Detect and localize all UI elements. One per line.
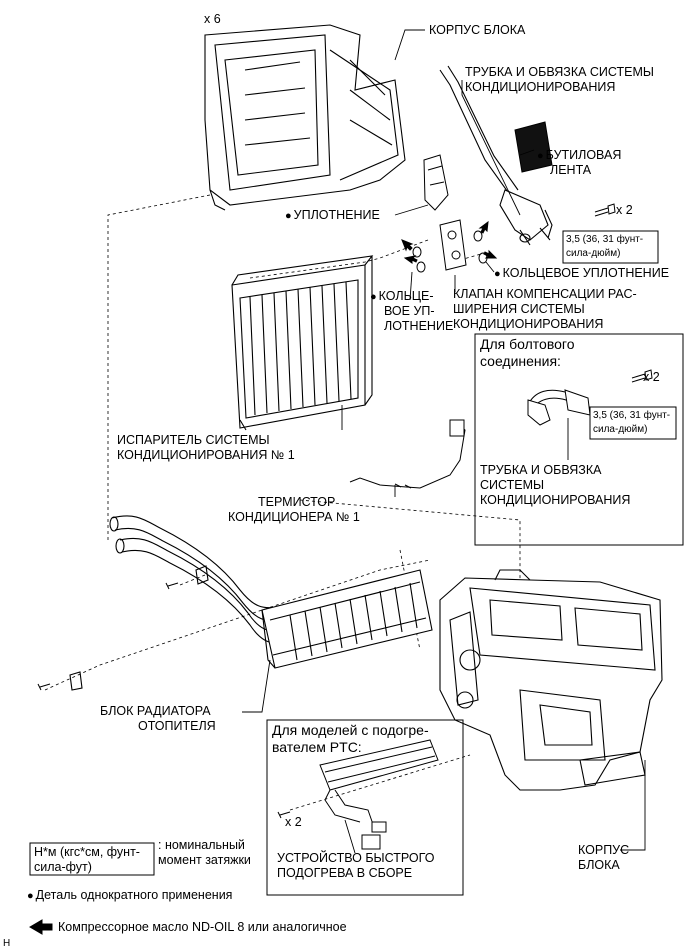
thermistor-label-2: КОНДИЦИОНЕРА № 1 xyxy=(228,510,360,524)
inset-bolt-title-1: Для болтового xyxy=(480,336,575,352)
valve-label-1: КЛАПАН КОМПЕНСАЦИИ РАС- xyxy=(453,287,637,301)
o-ring-left-label-2: ВОЕ УП- xyxy=(384,304,435,318)
unit-housing-bottom xyxy=(439,569,663,791)
heater-core-label-1: БЛОК РАДИАТОРА xyxy=(100,704,211,718)
unit-housing-top xyxy=(204,24,406,211)
bolt-icon xyxy=(594,203,616,217)
inset-ptc-title-1: Для моделей с подогре- xyxy=(272,722,429,738)
ptc-unit-label-1: УСТРОЙСТВО БЫСТРОГО xyxy=(277,851,435,865)
leader-lines xyxy=(242,29,646,854)
legend-single-use: Деталь однократного применения xyxy=(27,888,233,904)
inset-ac-pipe xyxy=(527,369,653,426)
torque-top-1: 3,5 (36, 31 фунт- xyxy=(566,234,644,245)
torque-top-2: сила-дюйм) xyxy=(566,248,621,259)
bolt-qty-x6: x 6 xyxy=(204,12,221,26)
bolt-qty-x2-top: x 2 xyxy=(616,203,633,217)
torque-box-inset xyxy=(589,406,677,440)
housing-bottom-label-2: БЛОКА xyxy=(578,858,620,872)
housing-bottom-label-1: КОРПУС xyxy=(578,843,630,857)
o-ring-left-label-3: ЛОТНЕНИЕ xyxy=(384,319,454,333)
bolt-qty-x2-inset: x 2 xyxy=(643,370,660,384)
evaporator-label-2: КОНДИЦИОНИРОВАНИЯ № 1 xyxy=(117,448,295,462)
o-ring-right-label: КОЛЬЦЕВОЕ УПЛОТНЕНИЕ xyxy=(494,266,669,282)
ptc-unit-label-2: ПОДОГРЕВА В СБОРЕ xyxy=(277,866,413,880)
evaporator xyxy=(231,255,374,431)
torque-inset-1: 3,5 (36, 31 фунт- xyxy=(593,410,671,421)
butyl-label-1: БУТИЛОВАЯ xyxy=(537,148,622,164)
butyl-tape xyxy=(514,121,553,173)
inset-pipe-label-3: КОНДИЦИОНИРОВАНИЯ xyxy=(480,493,631,507)
torque-box-top xyxy=(562,230,659,264)
ptc-heater xyxy=(319,739,439,850)
inset-bolt-title-2: соединения: xyxy=(480,353,561,369)
o-rings xyxy=(412,230,488,273)
heater-core xyxy=(69,515,433,691)
screw-icons xyxy=(37,582,291,819)
torque-inset-2: сила-дюйм) xyxy=(593,424,648,435)
seal-part xyxy=(423,154,449,211)
pipe-top-label-2: КОНДИЦИОНИРОВАНИЯ xyxy=(465,80,616,94)
inset-ptc-title-2: вателем PTC: xyxy=(272,739,362,755)
legend-oil-arrow-icon xyxy=(29,919,53,935)
seal-label: УПЛОТНЕНИЕ xyxy=(285,208,380,224)
inset-bolt-frame xyxy=(474,333,684,546)
butyl-label-2: ЛЕНТА xyxy=(550,163,592,177)
heater-core-label-2: ОТОПИТЕЛЯ xyxy=(138,719,216,733)
inset-pipe-label-2: СИСТЕМЫ xyxy=(480,478,545,492)
oil-arrow-icons xyxy=(401,220,498,264)
pipe-top-label-1: ТРУБКА И ОБВЯЗКА СИСТЕМЫ xyxy=(465,65,654,79)
valve-label-3: КОНДИЦИОНИРОВАНИЯ xyxy=(453,317,604,331)
o-ring-left-label-1: КОЛЬЦЕ- xyxy=(370,289,434,305)
thermistor xyxy=(349,419,466,489)
screw-qty-x2-ptc: x 2 xyxy=(285,815,302,829)
valve-label-2: ШИРЕНИЯ СИСТЕМЫ xyxy=(453,302,585,316)
legend-torque-box-line-2: сила-фут) xyxy=(34,860,92,874)
evaporator-label-1: ИСПАРИТЕЛЬ СИСТЕМЫ xyxy=(117,433,270,447)
expansion-valve xyxy=(439,219,467,271)
footer-letter: H xyxy=(3,938,11,949)
housing-top-label: КОРПУС БЛОКА xyxy=(429,23,526,37)
legend-torque-desc-2: момент затяжки xyxy=(158,853,251,867)
legend-torque-desc-1: : номинальный xyxy=(158,838,245,852)
legend-oil: Компрессорное масло ND-OIL 8 или аналоги… xyxy=(58,920,347,934)
ac-pipe-top xyxy=(439,65,553,246)
thermistor-label-1: ТЕРМИСТОР xyxy=(258,495,336,509)
legend-torque-box xyxy=(29,842,155,876)
legend-torque-box-line-1: Н*м (кгс*см, фунт- xyxy=(34,845,140,859)
inset-pipe-label-1: ТРУБКА И ОБВЯЗКА xyxy=(480,463,602,477)
inset-ptc-frame xyxy=(266,719,464,896)
